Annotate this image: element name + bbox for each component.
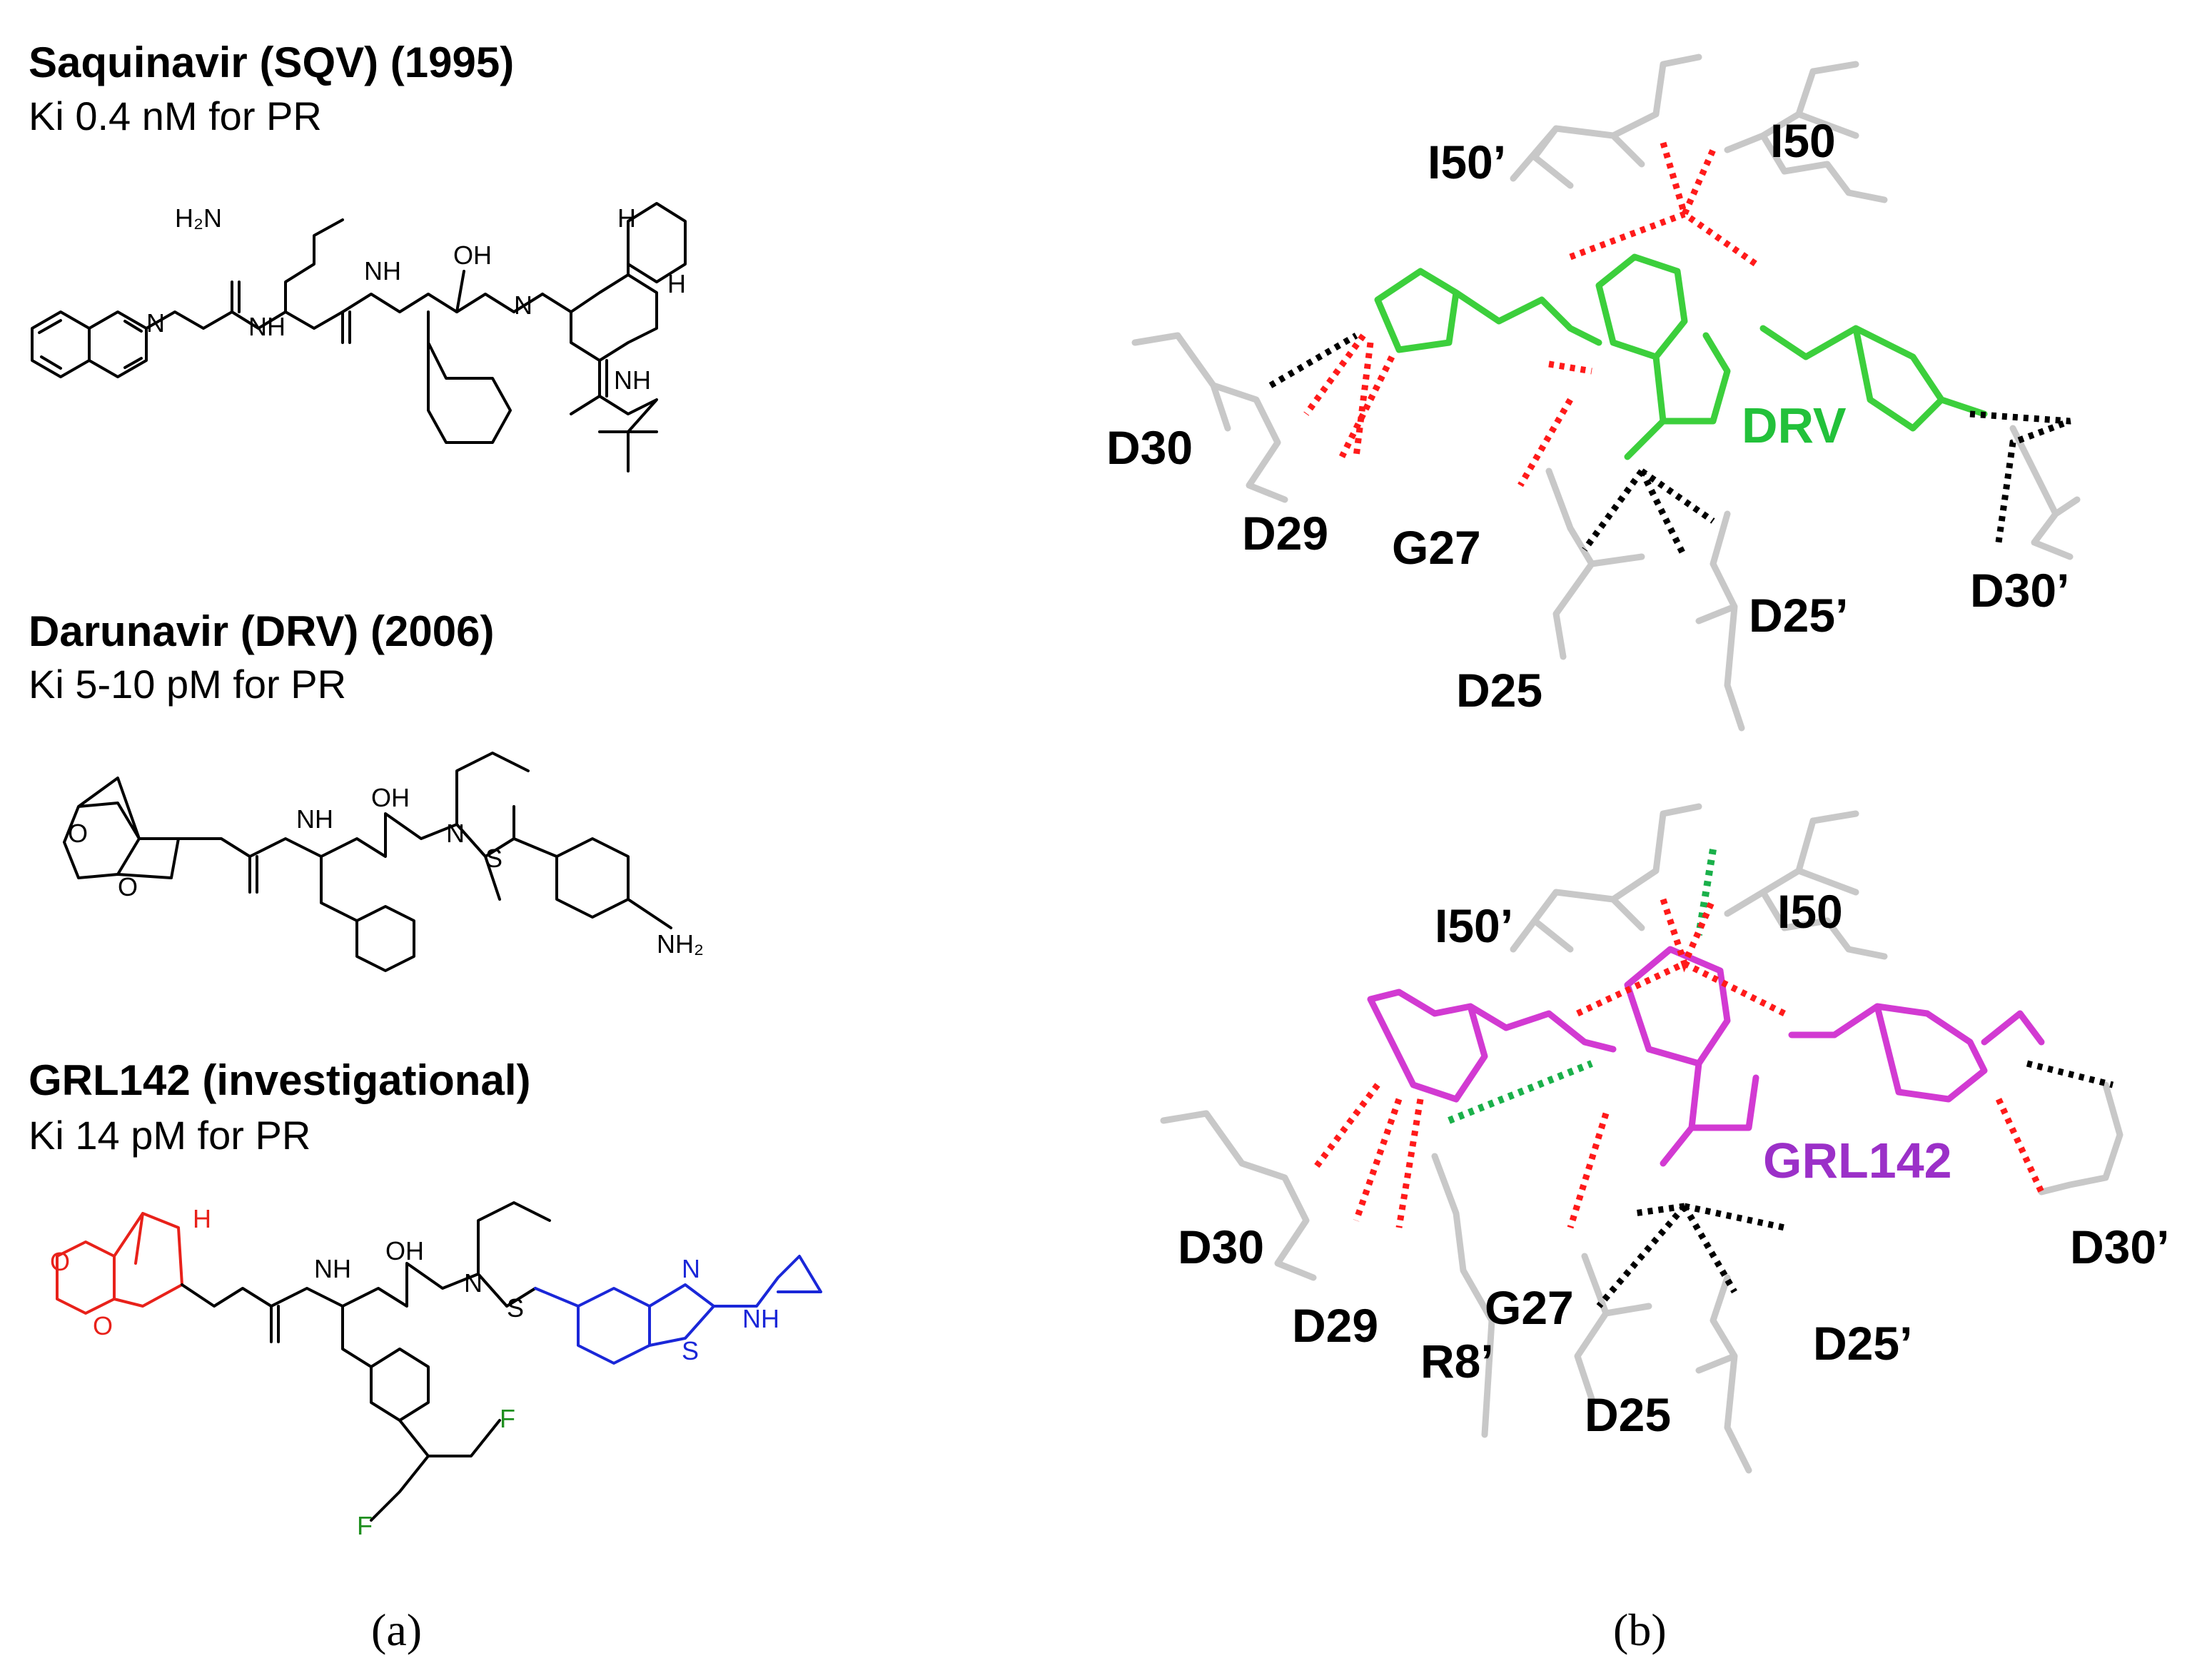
drv-complex: DRV I50’ I50 D30 D29 G27 D25 D25’ D30’: [1106, 54, 2081, 732]
grl142-structure: O O H NH OH N S N S NH F F: [50, 1201, 822, 1540]
svg-text:H₂N: H₂N: [175, 203, 222, 233]
res-i50-prime-top: I50’: [1428, 136, 1506, 188]
grl142-ligand-label: GRL142: [1763, 1133, 1952, 1188]
res-d25-prime-top: D25’: [1749, 589, 1848, 642]
svg-text:S: S: [507, 1293, 524, 1323]
grl142-ligand-sticks: [1367, 946, 2045, 1167]
panel-a: Saquinavir (SQV) (1995) Ki 0.4 nM for PR…: [29, 39, 822, 1655]
svg-text:H: H: [617, 203, 636, 233]
svg-text:O: O: [118, 872, 138, 901]
saquinavir-title: Saquinavir (SQV) (1995): [29, 39, 514, 86]
svg-text:N: N: [464, 1268, 483, 1298]
svg-text:N: N: [682, 1254, 700, 1283]
svg-text:O: O: [68, 819, 88, 848]
res-d29-top: D29: [1242, 507, 1328, 560]
svg-text:O: O: [50, 1247, 70, 1276]
grl142-ki: Ki 14 pM for PR: [29, 1113, 310, 1158]
svg-text:NH: NH: [314, 1254, 351, 1283]
svg-text:NH: NH: [296, 804, 333, 834]
saquinavir-ki: Ki 0.4 nM for PR: [29, 93, 322, 138]
svg-text:NH: NH: [742, 1304, 779, 1333]
res-d25-prime-bottom: D25’: [1813, 1317, 1912, 1370]
res-i50-top: I50: [1770, 114, 1836, 167]
svg-text:OH: OH: [453, 241, 492, 270]
svg-text:S: S: [682, 1336, 699, 1365]
svg-text:O: O: [93, 1311, 113, 1340]
grl142-complex: GRL142 I50’ I50 D30 D29 R8’ G27 D25 D25’…: [1160, 803, 2169, 1474]
res-d30-prime-bottom: D30’: [2070, 1220, 2169, 1273]
res-d25-bottom: D25: [1585, 1388, 1671, 1441]
res-g27-bottom: G27: [1485, 1281, 1574, 1334]
panel-b: DRV I50’ I50 D30 D29 G27 D25 D25’ D30’: [1106, 54, 2169, 1655]
res-i50-prime-bottom: I50’: [1435, 899, 1513, 952]
drv-ligand-sticks: [1374, 253, 1988, 460]
svg-text:N: N: [446, 819, 465, 848]
res-d30-prime-top: D30’: [1970, 564, 2069, 617]
svg-text:NH₂: NH₂: [657, 929, 704, 959]
grl142-title: GRL142 (investigational): [29, 1056, 530, 1104]
svg-text:H: H: [193, 1204, 211, 1233]
grl142-block: GRL142 (investigational) Ki 14 pM for PR…: [29, 1056, 822, 1540]
res-d29-bottom: D29: [1292, 1299, 1378, 1352]
caption-a: (a): [371, 1604, 422, 1655]
svg-text:NH: NH: [364, 256, 401, 285]
svg-text:F: F: [500, 1404, 515, 1433]
svg-text:NH: NH: [614, 365, 651, 395]
svg-text:N: N: [146, 308, 165, 338]
res-d25-top: D25: [1456, 664, 1542, 717]
res-d30-top: D30: [1106, 421, 1193, 474]
darunavir-block: Darunavir (DRV) (2006) Ki 5-10 pM for PR…: [29, 607, 704, 972]
darunavir-ki: Ki 5-10 pM for PR: [29, 662, 346, 707]
res-d30-bottom: D30: [1178, 1220, 1264, 1273]
darunavir-structure: O O NH OH N S NH₂: [63, 752, 704, 972]
svg-text:S: S: [485, 844, 503, 873]
res-r8-prime-bottom: R8’: [1420, 1335, 1494, 1388]
svg-text:H: H: [667, 269, 686, 298]
svg-text:OH: OH: [371, 783, 410, 812]
drv-ligand-label: DRV: [1742, 398, 1847, 453]
svg-text:OH: OH: [385, 1236, 424, 1265]
saquinavir-block: Saquinavir (SQV) (1995) Ki 0.4 nM for PR…: [29, 39, 687, 472]
res-g27-top: G27: [1392, 521, 1481, 574]
svg-text:N: N: [514, 290, 532, 320]
darunavir-title: Darunavir (DRV) (2006): [29, 607, 494, 655]
saquinavir-structure: N H₂N NH NH OH N H H NH: [31, 202, 687, 472]
res-i50-bottom: I50: [1777, 885, 1843, 938]
caption-b: (b): [1613, 1604, 1667, 1655]
svg-text:NH: NH: [248, 312, 286, 341]
svg-text:F: F: [357, 1511, 373, 1540]
